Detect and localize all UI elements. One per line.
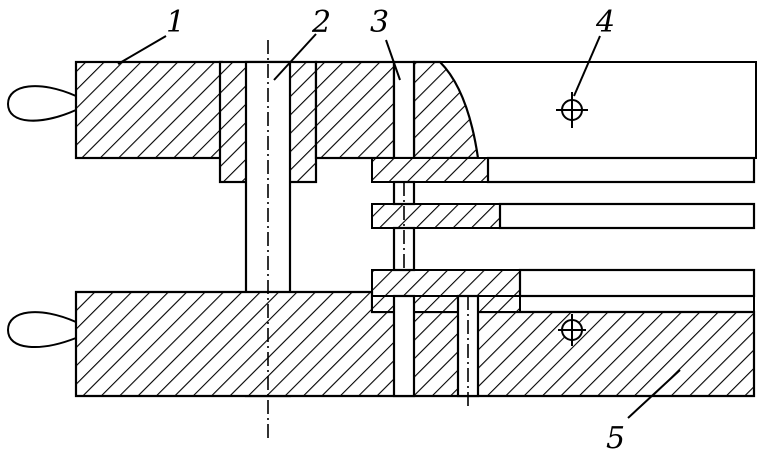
leader-line-5 xyxy=(627,369,681,419)
strip-2-plain xyxy=(498,202,756,230)
leader-line-4 xyxy=(573,35,601,97)
label-3: 3 xyxy=(370,5,389,40)
strip-3-plain xyxy=(518,268,756,298)
top-plate-curved-block xyxy=(412,60,480,160)
top-plate-cavity-outline xyxy=(440,61,757,159)
leader-line-1 xyxy=(117,35,167,65)
top-handle-loop xyxy=(6,85,77,122)
top-plate-left-block xyxy=(74,60,224,160)
bottom-plate-hole xyxy=(392,294,416,398)
label-1: 1 xyxy=(166,5,185,40)
bottom-handle-loop xyxy=(6,311,77,348)
strip-1-plain xyxy=(486,156,756,184)
crosshair-mark-4 xyxy=(556,92,588,128)
leader-line-3 xyxy=(385,39,401,81)
strip-1-hatched xyxy=(371,157,489,183)
strip-2-hatched xyxy=(371,203,501,229)
strip-3-hatched xyxy=(371,269,521,297)
label-4: 4 xyxy=(595,5,615,40)
label-5: 5 xyxy=(606,421,625,456)
top-plate-middle-block xyxy=(314,60,396,160)
crosshair-mark-bottom xyxy=(558,314,586,346)
leader-line-2 xyxy=(273,33,317,81)
top-plate-hole-3 xyxy=(392,60,416,160)
label-2: 2 xyxy=(311,5,331,40)
